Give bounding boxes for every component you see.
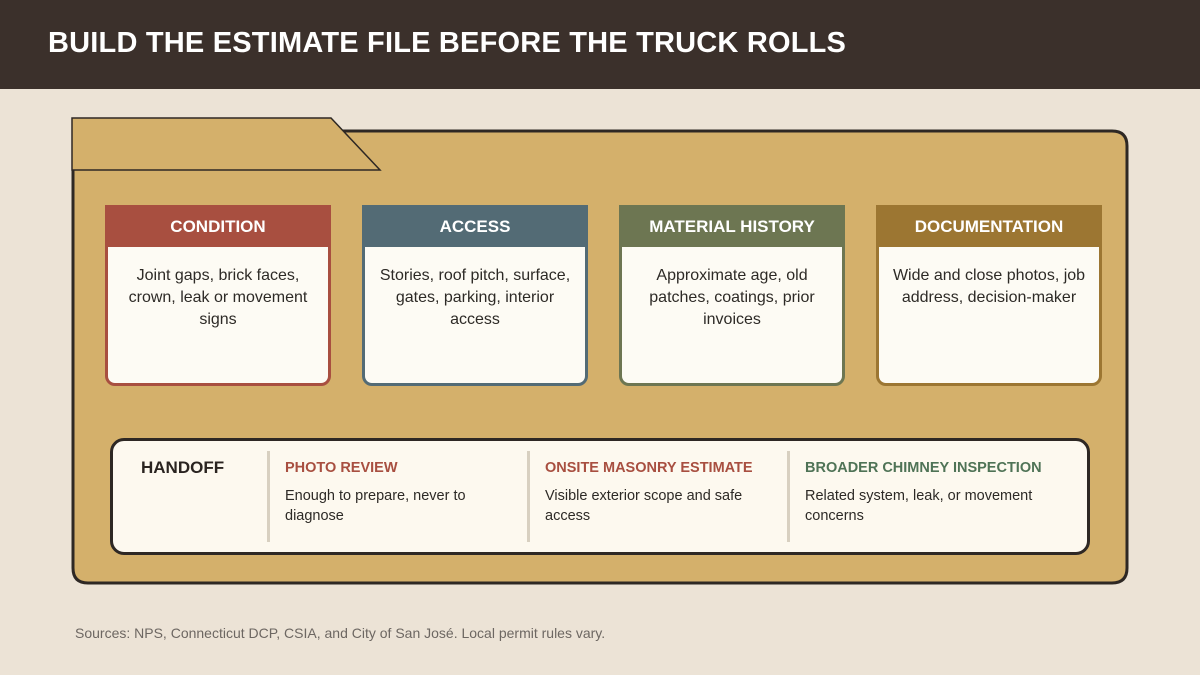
card-title: DOCUMENTATION bbox=[879, 208, 1099, 247]
step-title: BROADER CHIMNEY INSPECTION bbox=[805, 460, 1042, 476]
card-title: MATERIAL HISTORY bbox=[622, 208, 842, 247]
handoff-panel: HANDOFF PHOTO REVIEW Enough to prepare, … bbox=[110, 438, 1090, 555]
card-text: Wide and close photos, job address, deci… bbox=[892, 267, 1086, 306]
card-condition: CONDITION Joint gaps, brick faces, crown… bbox=[105, 205, 331, 386]
header-bar: BUILD THE ESTIMATE FILE BEFORE THE TRUCK… bbox=[0, 0, 1200, 89]
step-onsite-masonry-estimate: ONSITE MASONRY ESTIMATE Visible exterior… bbox=[545, 459, 780, 526]
step-text: Related system, leak, or movement concer… bbox=[805, 488, 1033, 524]
sources-note: Sources: NPS, Connecticut DCP, CSIA, and… bbox=[75, 625, 606, 641]
step-broader-chimney-inspection: BROADER CHIMNEY INSPECTION Related syste… bbox=[805, 459, 1042, 526]
card-text: Approximate age, old patches, coatings, … bbox=[649, 267, 815, 328]
card-access: ACCESS Stories, roof pitch, surface, gat… bbox=[362, 205, 588, 386]
card-title: CONDITION bbox=[108, 208, 328, 247]
card-text: Stories, roof pitch, surface, gates, par… bbox=[379, 267, 571, 328]
divider bbox=[267, 451, 270, 542]
card-text: Joint gaps, brick faces, crown, leak or … bbox=[128, 267, 308, 328]
card-material-history: MATERIAL HISTORY Approximate age, old pa… bbox=[619, 205, 845, 386]
step-text: Enough to prepare, never to diagnose bbox=[285, 488, 466, 524]
handoff-label: HANDOFF bbox=[141, 458, 225, 477]
card-documentation: DOCUMENTATION Wide and close photos, job… bbox=[876, 205, 1102, 386]
divider bbox=[527, 451, 530, 542]
page-title: BUILD THE ESTIMATE FILE BEFORE THE TRUCK… bbox=[48, 27, 847, 59]
step-title: PHOTO REVIEW bbox=[285, 460, 398, 476]
divider bbox=[787, 451, 790, 542]
step-text: Visible exterior scope and safe access bbox=[545, 488, 743, 524]
step-photo-review: PHOTO REVIEW Enough to prepare, never to… bbox=[285, 459, 520, 526]
card-title: ACCESS bbox=[365, 208, 585, 247]
folder-tab bbox=[71, 117, 382, 171]
step-title: ONSITE MASONRY ESTIMATE bbox=[545, 460, 753, 476]
